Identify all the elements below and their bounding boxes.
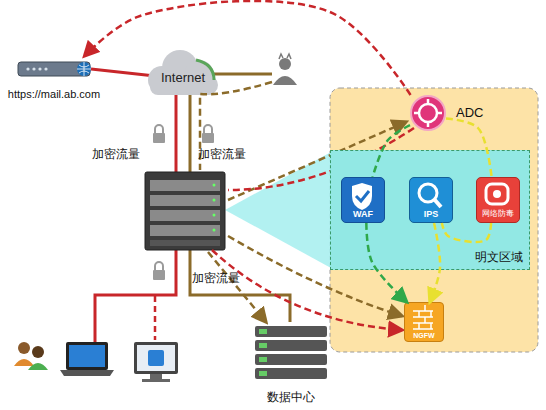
- server-rack: [255, 326, 327, 379]
- node-label: 数据中心: [267, 389, 315, 406]
- server-node: https://mail.ab.com: [2, 56, 106, 100]
- node-label: IPS: [424, 209, 439, 219]
- node-label: https://mail.ab.com: [8, 88, 100, 100]
- flow-connector: [442, 223, 491, 242]
- users-figure: [14, 342, 48, 370]
- security-zone: [330, 88, 538, 352]
- wire: [189, 94, 192, 172]
- desktop-figure: [134, 342, 178, 382]
- security-switch: [145, 172, 225, 250]
- antivirus-icon: 网络防毒: [476, 177, 520, 223]
- traffic-label: 加密流量: [92, 146, 140, 163]
- adc-node: ADC: [410, 95, 446, 131]
- lock-icon: [202, 125, 214, 143]
- ngfw-icon: NGFW: [404, 302, 444, 342]
- internet-cloud: [148, 50, 218, 95]
- lock-icon: [153, 262, 165, 280]
- mail-server: [18, 62, 91, 76]
- node-label: NGFW: [413, 332, 434, 339]
- laptop-figure: [60, 342, 114, 376]
- traffic-label: 加密流量: [192, 270, 240, 287]
- flow-connector: [366, 223, 406, 302]
- ips-icon: IPS: [409, 177, 453, 223]
- traffic-label: 加密流量: [198, 146, 246, 163]
- node-label: WAF: [353, 209, 373, 219]
- waf-icon: WAF: [341, 177, 385, 223]
- wire: [190, 250, 290, 322]
- cloud-node: Internet: [148, 62, 218, 92]
- node-label: 明文区域: [475, 249, 523, 266]
- traffic-path: [154, 296, 157, 340]
- traffic-path: [208, 252, 266, 322]
- zoom-beam: [225, 152, 331, 268]
- flow-connector: [85, 1, 411, 95]
- node-label: 网络防毒: [482, 208, 514, 219]
- plaintext-zone: 明文区域 WAF IPS 网络防毒: [330, 150, 530, 270]
- wire: [95, 250, 176, 342]
- lock-icon: [153, 125, 165, 143]
- wire: [175, 94, 178, 172]
- adc-glyph: [412, 97, 444, 129]
- node-label: Internet: [161, 70, 205, 85]
- wire: [91, 69, 155, 76]
- attacker-figure: [273, 54, 297, 85]
- wire: [212, 73, 272, 76]
- datacenter-node: 数据中心: [246, 320, 336, 406]
- node-label: ADC: [456, 105, 483, 120]
- flow-connector: [446, 118, 492, 177]
- flow-connector: [430, 223, 440, 302]
- flow-connector: [373, 125, 410, 177]
